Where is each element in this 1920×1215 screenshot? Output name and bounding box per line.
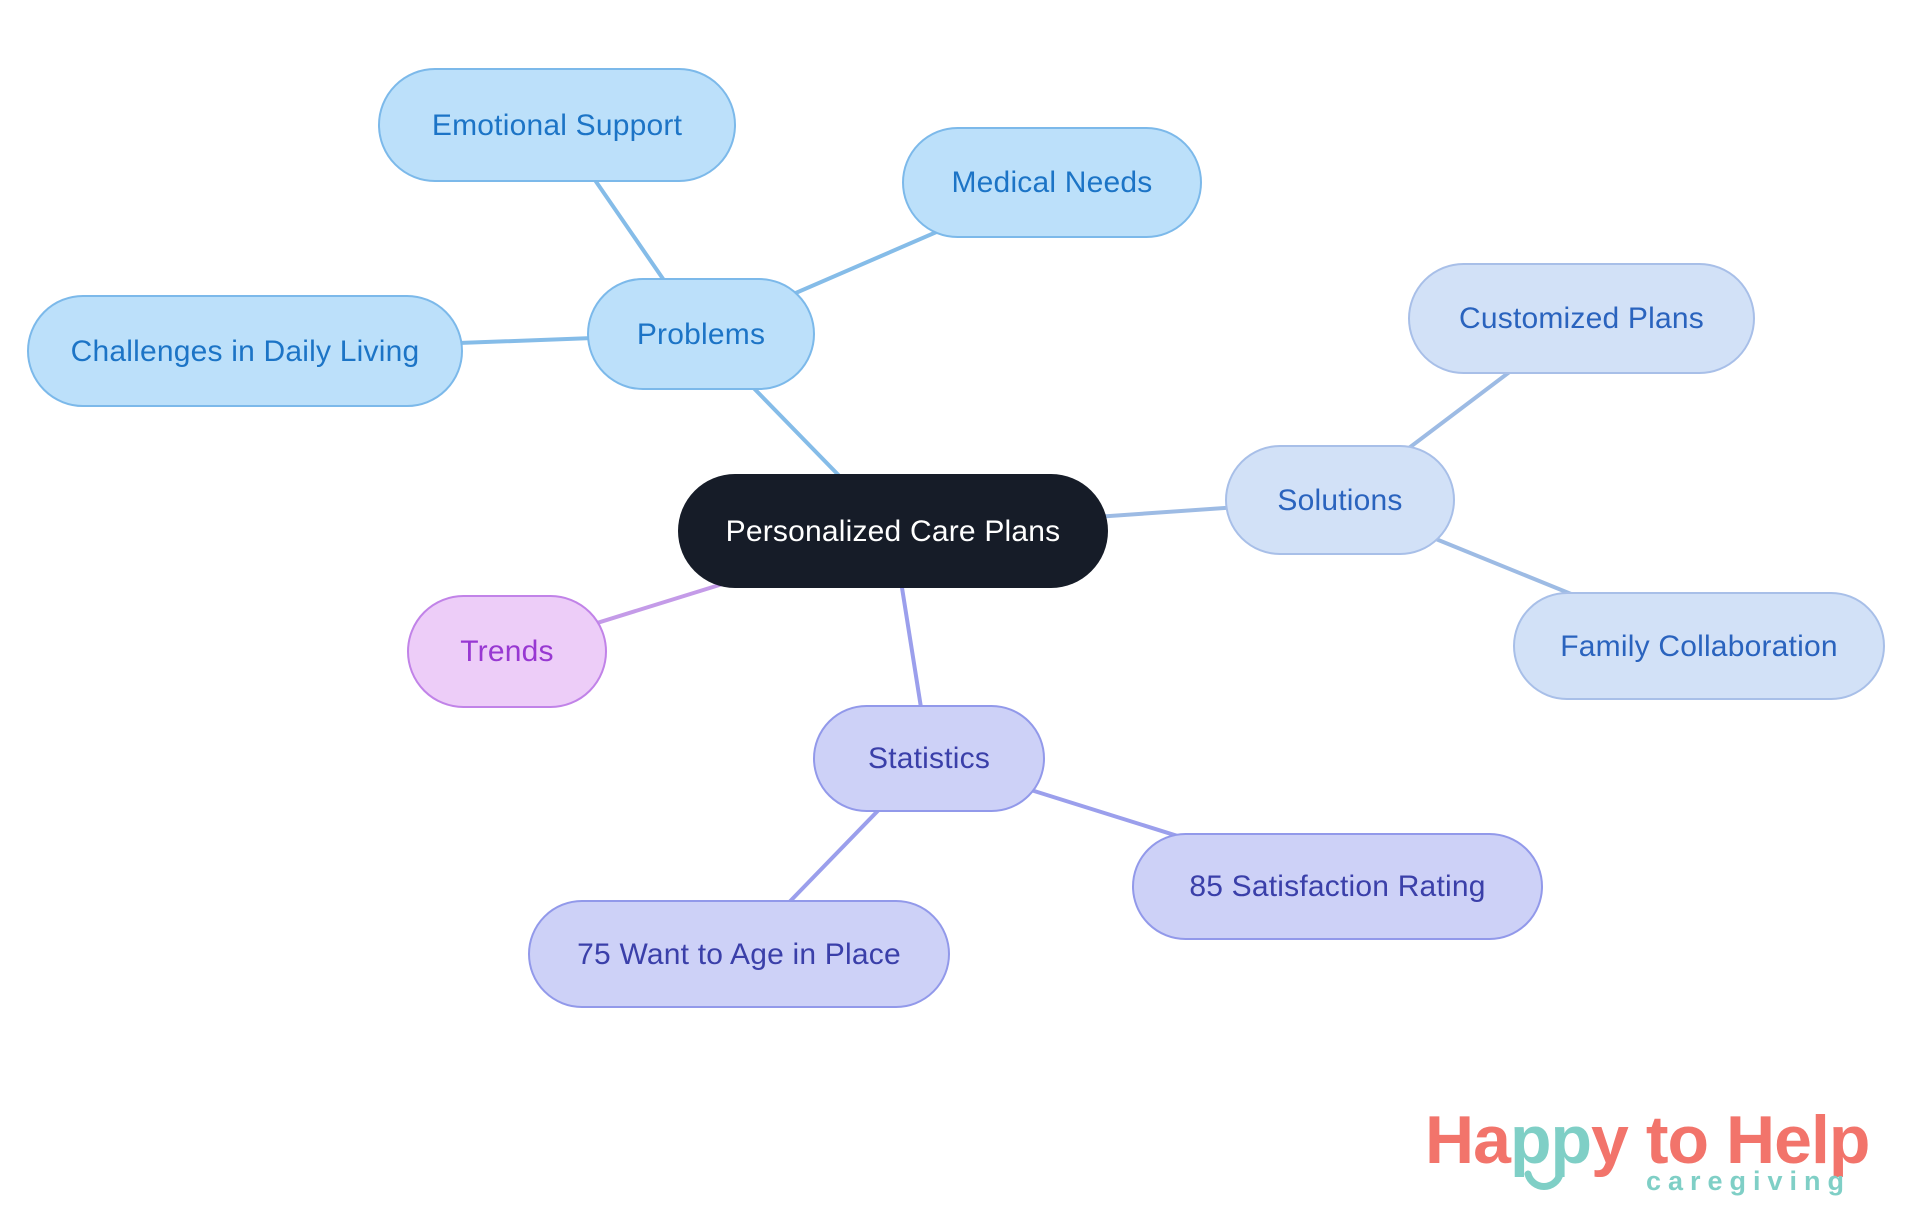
node-statistics: Statistics — [813, 705, 1045, 812]
node-trends: Trends — [407, 595, 607, 708]
smile-icon — [1524, 1170, 1564, 1190]
node-challenges-in-daily-living: Challenges in Daily Living — [27, 295, 463, 407]
node-emotional-support: Emotional Support — [378, 68, 736, 182]
logo-title-seg-pp: pp — [1510, 1106, 1592, 1190]
logo-title-word-help: Help — [1726, 1102, 1870, 1178]
node-center-personalized-care-plans: Personalized Care Plans — [678, 474, 1108, 588]
node-medical-needs: Medical Needs — [902, 127, 1202, 238]
node-want-to-age-in-place: 75 Want to Age in Place — [528, 900, 950, 1008]
logo-subtitle: caregiving — [1645, 1166, 1851, 1196]
node-solutions: Solutions — [1225, 445, 1455, 555]
logo-title-seg-ha: Ha — [1425, 1102, 1511, 1178]
logo-title-word-to: to — [1645, 1102, 1709, 1178]
logo-title-seg-y: y — [1591, 1102, 1629, 1178]
node-family-collaboration: Family Collaboration — [1513, 592, 1885, 700]
node-satisfaction-rating: 85 Satisfaction Rating — [1132, 833, 1543, 940]
node-customized-plans: Customized Plans — [1408, 263, 1755, 374]
node-problems: Problems — [587, 278, 815, 390]
